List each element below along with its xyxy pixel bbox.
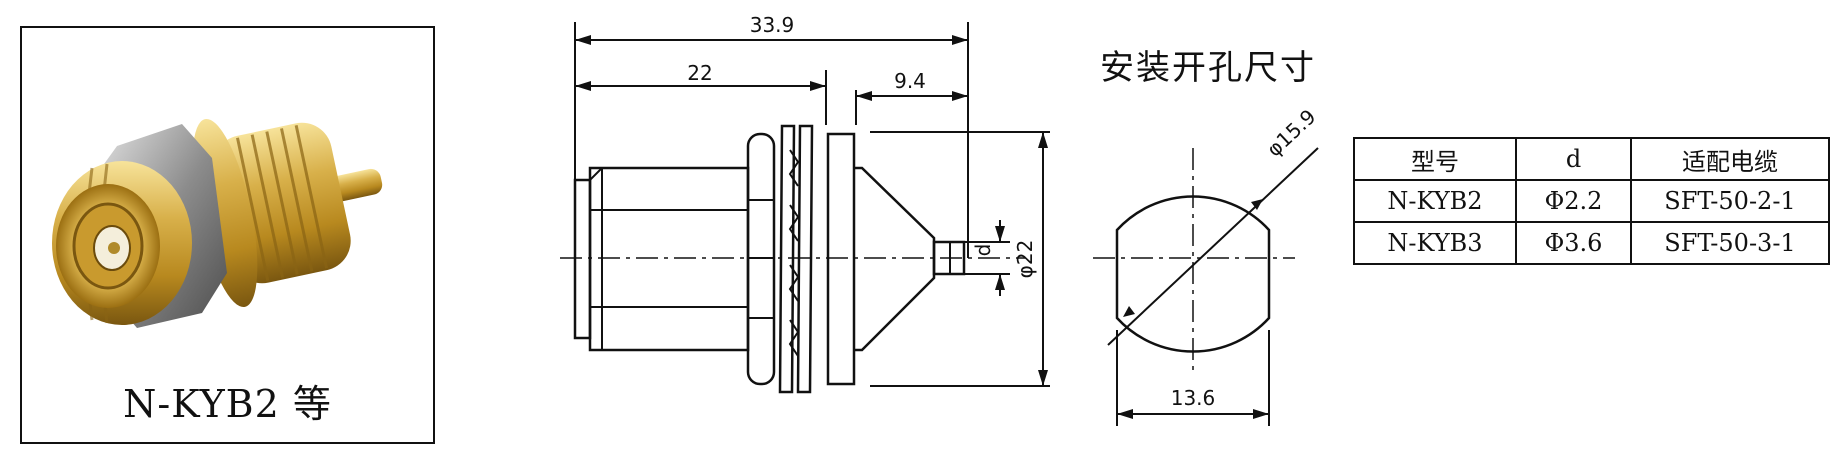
- connector-photo-icon: [52, 118, 383, 328]
- table-cell-model: N-KYB3: [1353, 221, 1517, 265]
- product-photo-frame: N-KYB2 等: [20, 26, 435, 444]
- dim-pin-length: 9.4: [894, 69, 926, 93]
- dim-body-length: 22: [687, 61, 712, 85]
- table-cell-model: N-KYB2: [1353, 179, 1517, 223]
- table-cell-d: Φ2.2: [1515, 179, 1632, 223]
- table-cell-cable: SFT-50-3-1: [1630, 221, 1830, 265]
- table-header: 适配电缆: [1630, 137, 1830, 181]
- table-header: d: [1515, 137, 1632, 181]
- table-cell-cable: SFT-50-2-1: [1630, 179, 1830, 223]
- spec-table: 型号 d 适配电缆 N-KYB2 Φ2.2 SFT-50-2-1 N-KYB3 …: [1353, 137, 1830, 265]
- dim-cutout-width: 13.6: [1171, 386, 1216, 410]
- table-header-row: 型号 d 适配电缆: [1353, 137, 1830, 181]
- table-cell-d: Φ3.6: [1515, 221, 1632, 265]
- dim-pin-diameter: d: [971, 244, 995, 257]
- photo-caption: N-KYB2 等: [123, 382, 332, 426]
- table-header: 型号: [1353, 137, 1517, 181]
- dim-height: φ22: [1013, 240, 1037, 279]
- dim-overall-length: 33.9: [750, 13, 795, 37]
- table-row: N-KYB3 Φ3.6 SFT-50-3-1: [1353, 221, 1830, 265]
- table-row: N-KYB2 Φ2.2 SFT-50-2-1: [1353, 179, 1830, 223]
- cutout-title: 安装开孔尺寸: [1100, 48, 1316, 88]
